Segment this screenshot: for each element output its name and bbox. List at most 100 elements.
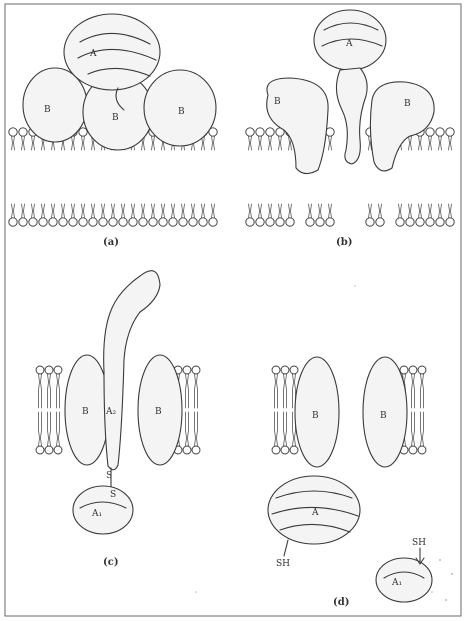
lipid-tails bbox=[429, 136, 432, 218]
panel-d-label-b2: B bbox=[380, 411, 387, 421]
lipid-tails bbox=[102, 136, 105, 218]
lipid-tails bbox=[329, 136, 332, 218]
lipid-head bbox=[281, 366, 289, 374]
lipid-head bbox=[209, 218, 217, 226]
lipid-tails bbox=[172, 136, 175, 218]
lipid-head bbox=[426, 128, 434, 136]
lipid-head bbox=[281, 446, 289, 454]
lipid-head bbox=[286, 218, 294, 226]
lipid-head bbox=[290, 366, 298, 374]
lipid-head bbox=[266, 128, 274, 136]
lipid-tails bbox=[259, 136, 262, 218]
lipid-tails bbox=[32, 136, 35, 218]
lipid-head bbox=[306, 218, 314, 226]
lipid-tails bbox=[289, 136, 292, 218]
lipid-head bbox=[179, 218, 187, 226]
lipid-tails bbox=[22, 136, 25, 218]
lipid-head bbox=[416, 218, 424, 226]
lipid-head bbox=[396, 218, 404, 226]
lipid-tails bbox=[152, 136, 155, 218]
lipid-head bbox=[272, 366, 280, 374]
lipid-tails bbox=[439, 136, 442, 218]
lipid-head bbox=[376, 218, 384, 226]
lipid-head bbox=[276, 218, 284, 226]
lipid-tails bbox=[195, 374, 198, 446]
panel-d-label-sh-right: SH bbox=[412, 538, 426, 548]
lipid-head bbox=[409, 446, 417, 454]
lipid-head bbox=[59, 218, 67, 226]
lipid-head bbox=[326, 218, 334, 226]
panel-b-caption: (b) bbox=[336, 237, 352, 248]
lipid-tails bbox=[52, 136, 55, 218]
lipid-head bbox=[49, 218, 57, 226]
lipid-tails bbox=[275, 374, 278, 446]
panel-c-subunit-a1 bbox=[73, 486, 133, 534]
lipid-head bbox=[36, 366, 44, 374]
lipid-head bbox=[256, 218, 264, 226]
lipid-head bbox=[69, 218, 77, 226]
lipid-head bbox=[89, 218, 97, 226]
panel-c: B A₂ B S A₁ S (c) bbox=[36, 271, 200, 568]
panel-c-label-a1: A₁ bbox=[91, 509, 102, 519]
panel-b-label-b2: B bbox=[404, 99, 411, 109]
lipid-head bbox=[446, 218, 454, 226]
lipid-head bbox=[54, 366, 62, 374]
lipid-tails bbox=[57, 374, 60, 446]
panel-c-label-s1: S bbox=[106, 471, 112, 481]
lipid-head bbox=[418, 446, 426, 454]
lipid-tails bbox=[419, 136, 422, 218]
lipid-head bbox=[366, 218, 374, 226]
lipid-tails bbox=[182, 136, 185, 218]
lipid-head bbox=[316, 218, 324, 226]
lipid-tails bbox=[192, 136, 195, 218]
panel-a-caption: (a) bbox=[103, 237, 119, 248]
lipid-tails bbox=[421, 374, 424, 446]
panel-d-membrane-left bbox=[272, 366, 298, 454]
panel-c-label-s2: S bbox=[110, 490, 116, 500]
lipid-head bbox=[149, 218, 157, 226]
lipid-tails bbox=[72, 136, 75, 218]
lipid-tails bbox=[269, 136, 272, 218]
lipid-head bbox=[436, 128, 444, 136]
panel-d-sh-link-left bbox=[284, 540, 288, 556]
lipid-head bbox=[79, 128, 87, 136]
lipid-tails bbox=[48, 374, 51, 446]
panel-a-label-b1: B bbox=[44, 105, 51, 115]
lipid-tails bbox=[12, 136, 15, 218]
lipid-tails bbox=[284, 374, 287, 446]
lipid-head bbox=[418, 366, 426, 374]
panel-d-caption: (d) bbox=[333, 597, 349, 608]
lipid-head bbox=[409, 366, 417, 374]
panel-a-label-b2: B bbox=[112, 113, 119, 123]
lipid-tails bbox=[202, 136, 205, 218]
lipid-head bbox=[129, 218, 137, 226]
lipid-tails bbox=[186, 374, 189, 446]
lipid-head bbox=[9, 128, 17, 136]
lipid-tails bbox=[162, 136, 165, 218]
panel-b-label-b1: B bbox=[274, 97, 281, 107]
lipid-head bbox=[109, 218, 117, 226]
lipid-head bbox=[139, 218, 147, 226]
lipid-head bbox=[45, 446, 53, 454]
lipid-head bbox=[45, 366, 53, 374]
lipid-head bbox=[266, 218, 274, 226]
panel-d-label-sh-left: SH bbox=[276, 559, 290, 569]
lipid-head bbox=[29, 218, 37, 226]
panel-c-membrane-left bbox=[36, 366, 62, 454]
lipid-head bbox=[400, 366, 408, 374]
lipid-head bbox=[39, 218, 47, 226]
panel-d: B B A SH SH A₁ (d) bbox=[268, 357, 432, 608]
lipid-tails bbox=[249, 136, 252, 218]
lipid-tails bbox=[82, 136, 85, 218]
panel-b-label-a: A bbox=[345, 39, 353, 49]
panel-a-label-a: A bbox=[89, 49, 97, 59]
lipid-head bbox=[192, 446, 200, 454]
panel-a-label-b3: B bbox=[178, 107, 185, 117]
lipid-head bbox=[426, 218, 434, 226]
lipid-tails bbox=[62, 136, 65, 218]
panel-c-label-b2: B bbox=[155, 407, 162, 417]
lipid-head bbox=[199, 218, 207, 226]
panel-c-label-a2: A₂ bbox=[105, 407, 116, 417]
panel-d-subunit-a1 bbox=[376, 558, 432, 602]
